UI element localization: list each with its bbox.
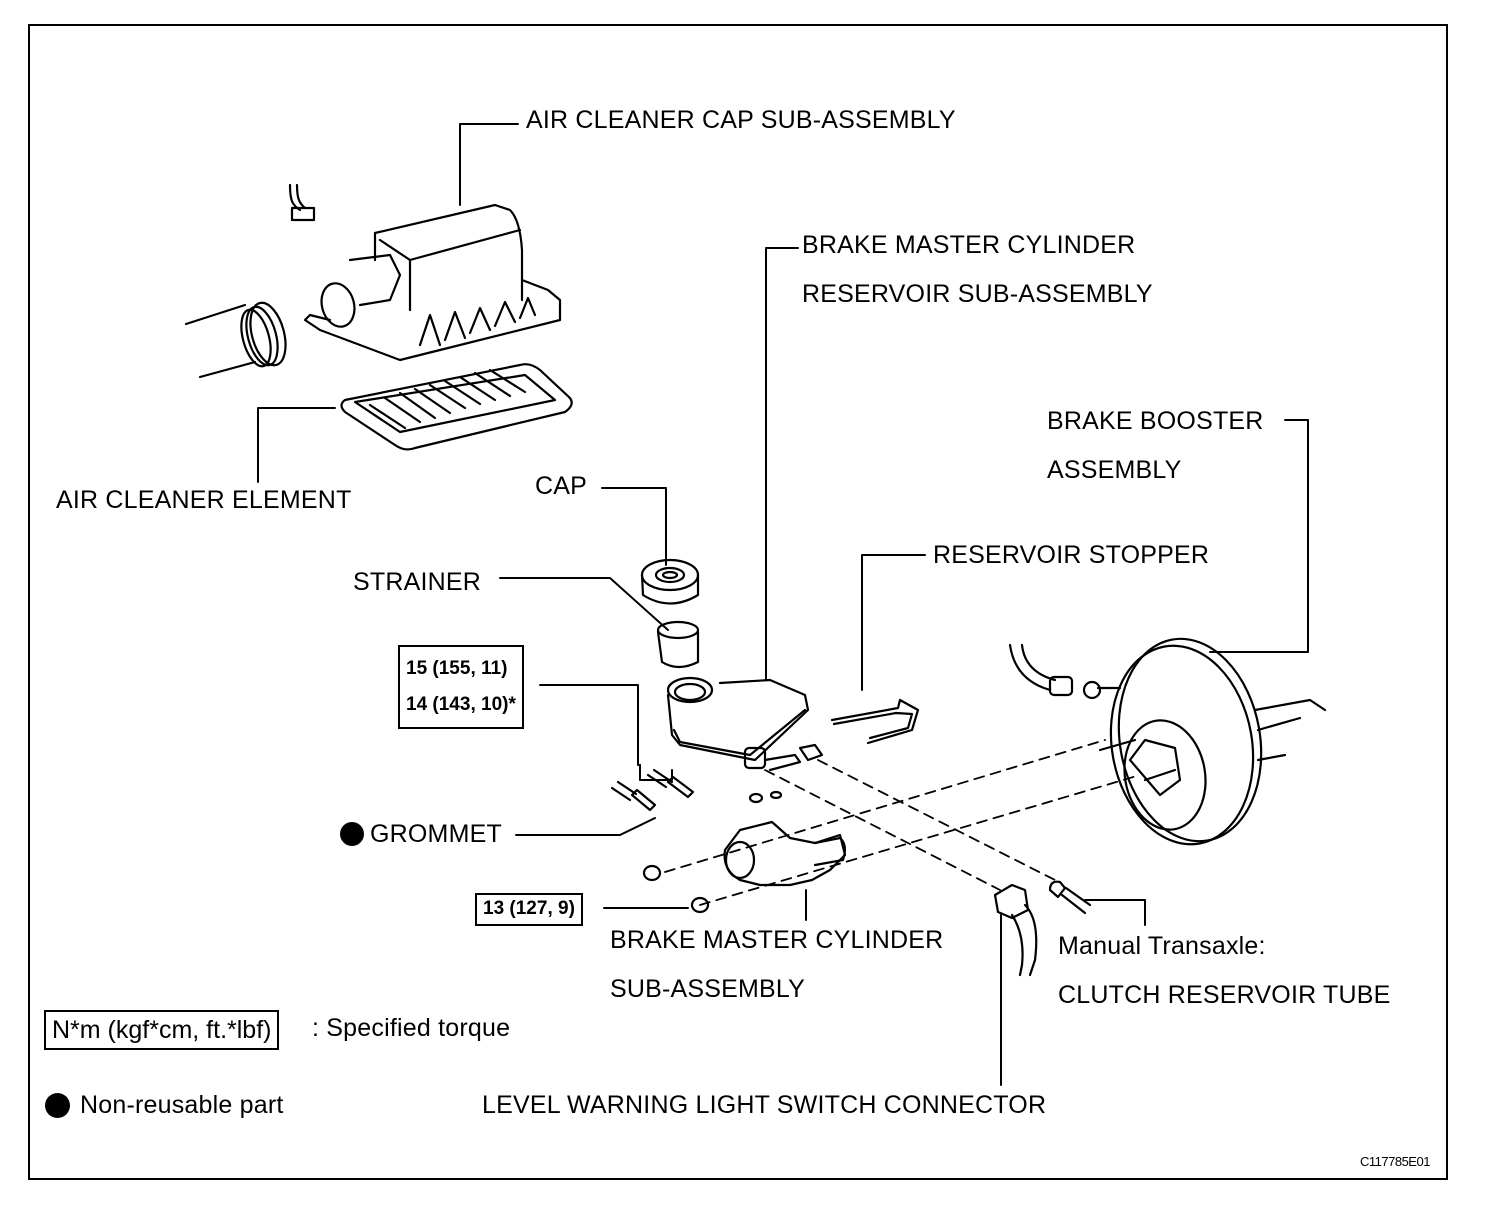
legend-torque-desc: : Specified torque [312, 1014, 511, 1042]
leader-air-cleaner-element [257, 407, 336, 483]
leader-union-bolts [539, 684, 641, 766]
leader-cap [601, 487, 667, 566]
air-cleaner-cap [303, 203, 562, 362]
label-booster-line2: ASSEMBLY [1047, 456, 1182, 484]
brake-booster [1008, 637, 1327, 846]
torque-box-union-bolts: 15 (155, 11) 14 (143, 10)* [398, 645, 524, 730]
leader-clutch-tube [1084, 899, 1146, 926]
label-air-cleaner-element: AIR CLEANER ELEMENT [56, 486, 352, 514]
reservoir-stopper [830, 698, 920, 745]
label-reservoir-stopper: RESERVOIR STOPPER [933, 541, 1210, 569]
label-master-cylinder-line2: SUB-ASSEMBLY [610, 975, 806, 1003]
label-reservoir-line2: RESERVOIR SUB-ASSEMBLY [802, 280, 1153, 308]
label-reservoir-line1: BRAKE MASTER CYLINDER [802, 231, 1136, 259]
alignment-dashes [664, 739, 1141, 906]
diagram-frame [28, 24, 1448, 1180]
leader-grommet [515, 817, 656, 836]
non-reusable-icon [45, 1093, 70, 1118]
torque-box-nut: 13 (127, 9) [475, 893, 583, 926]
label-clutch-line2: CLUTCH RESERVOIR TUBE [1058, 981, 1391, 1009]
legend-torque-units: N*m (kgf*cm, ft.*lbf) [44, 1010, 280, 1050]
label-strainer: STRAINER [353, 568, 482, 596]
leader-reservoir [765, 247, 799, 681]
label-clutch-line1: Manual Transaxle: [1058, 932, 1266, 960]
strainer [656, 620, 700, 669]
torque-union-bolt-1: 15 (155, 11) [406, 658, 508, 679]
sensor-connector [288, 183, 316, 222]
leader-stopper [861, 554, 926, 691]
clutch-tube [1048, 880, 1092, 915]
label-grommet: GROMMET [370, 820, 502, 848]
label-cap: CAP [535, 472, 588, 500]
intake-hose [184, 301, 287, 379]
label-air-cleaner-cap: AIR CLEANER CAP SUB-ASSEMBLY [526, 106, 956, 134]
label-level-switch: LEVEL WARNING LIGHT SWITCH CONNECTOR [482, 1091, 1047, 1119]
legend-non-reusable: Non-reusable part [80, 1091, 284, 1119]
label-master-cylinder-line1: BRAKE MASTER CYLINDER [610, 926, 944, 954]
air-cleaner-element [340, 363, 573, 451]
leader-strainer [499, 577, 669, 631]
leader-booster [1209, 419, 1309, 653]
union-bolts [610, 768, 783, 812]
grommet-non-reusable-icon [340, 822, 364, 846]
torque-union-bolt-2: 14 (143, 10)* [406, 694, 516, 716]
leader-air-cleaner-cap [459, 123, 519, 206]
label-booster-line1: BRAKE BOOSTER [1047, 407, 1264, 435]
reservoir [666, 676, 824, 772]
leader-lines [257, 123, 1309, 1086]
master-cylinder [642, 820, 847, 914]
figure-code: C117785E01 [1360, 1154, 1430, 1169]
level-switch-connector [993, 883, 1038, 977]
torque-nut: 13 (127, 9) [483, 898, 575, 919]
reservoir-cap [640, 558, 700, 605]
